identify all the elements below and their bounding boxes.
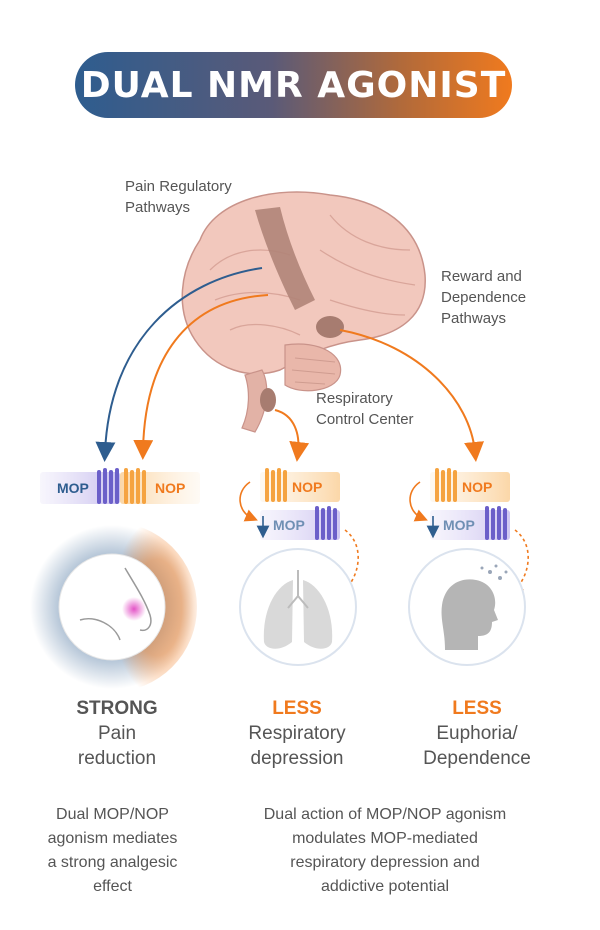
brain-illustration — [181, 191, 426, 433]
lungs-outcome-circle — [239, 548, 357, 666]
outcome-pain: STRONG Pain reduction — [27, 696, 207, 771]
reward-pathways-label: Reward and Dependence Pathways — [441, 268, 527, 327]
nop-label: NOP — [155, 480, 185, 496]
receptor-group-middle — [239, 468, 359, 595]
title-banner: DUAL NMR AGONIST — [75, 52, 512, 118]
page-title: DUAL NMR AGONIST — [80, 64, 507, 106]
description-left: Dual MOP/NOP agonism mediates a strong a… — [47, 806, 178, 895]
receptor-group-left — [40, 468, 200, 504]
mop-label: MOP — [443, 517, 475, 533]
pathway-arrows — [95, 267, 484, 462]
head-icon — [441, 579, 498, 650]
pain-outcome-circle — [30, 520, 202, 695]
outcome-head: LESS — [452, 698, 502, 719]
head-outcome-circle — [408, 548, 526, 666]
outcome-head: STRONG — [76, 698, 158, 719]
nop-label: NOP — [462, 479, 492, 495]
pain-pathways-label: Pain Regulatory Pathways — [125, 178, 232, 216]
mop-receptor-icon — [315, 506, 337, 540]
stars-icon — [480, 564, 508, 580]
lungs-icon — [263, 570, 333, 649]
description-right: Dual action of MOP/NOP agonism modulates… — [263, 806, 507, 895]
nop-receptor-icon — [124, 468, 146, 504]
nop-receptor-icon — [265, 468, 287, 502]
outcome-respiratory: LESS Respiratory depression — [207, 696, 387, 771]
mop-label: MOP — [57, 480, 89, 496]
respiratory-center-label: Respiratory Control Center — [316, 390, 414, 428]
mop-receptor-icon — [485, 506, 507, 540]
mop-receptor-icon — [97, 468, 119, 504]
outcome-euphoria: LESS Euphoria/ Dependence — [387, 696, 567, 771]
nop-label: NOP — [292, 479, 322, 495]
nop-receptor-icon — [435, 468, 457, 502]
outcome-head: LESS — [272, 698, 322, 719]
mop-label: MOP — [273, 517, 305, 533]
receptor-group-right — [409, 468, 529, 595]
